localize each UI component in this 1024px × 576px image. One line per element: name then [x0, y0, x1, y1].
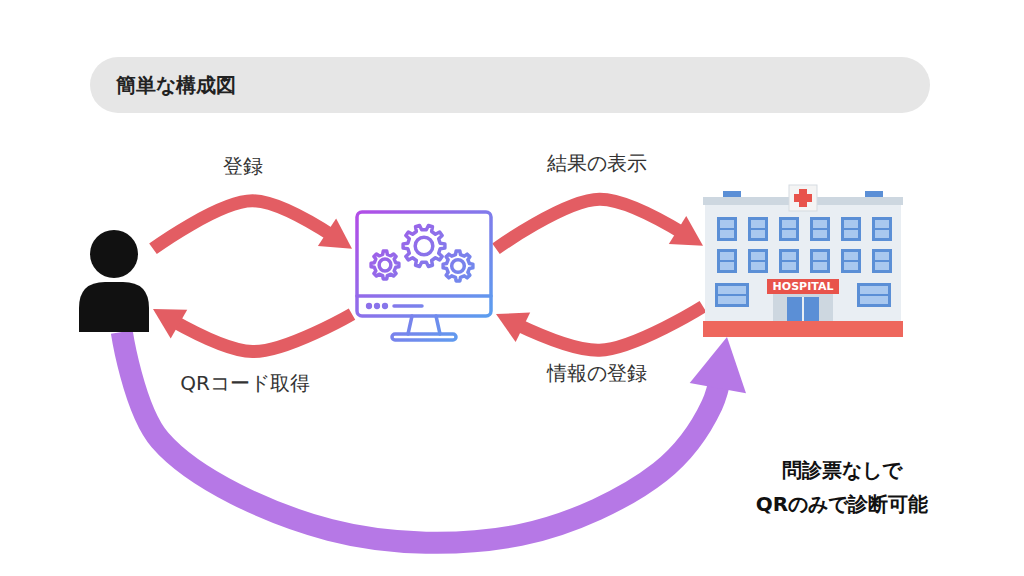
figure-part [787, 297, 819, 323]
figure-part [844, 220, 858, 238]
figure-part [703, 321, 903, 337]
figure-part [751, 220, 765, 238]
figure-part [376, 305, 379, 308]
figure-part [751, 228, 765, 230]
figure-part [394, 304, 422, 308]
figure-part [789, 185, 817, 211]
person-figure [79, 230, 149, 332]
figure-part [841, 217, 861, 241]
figure-part [403, 225, 445, 266]
arrow-head [318, 218, 352, 248]
figure-part [392, 334, 456, 340]
figure-part [720, 220, 734, 238]
figure-part [782, 220, 796, 238]
figure-part [371, 251, 399, 279]
arrow-shaft [496, 307, 703, 351]
figure-part [875, 252, 889, 270]
arrow-label: 情報の登録 [547, 361, 647, 385]
figure-part [748, 217, 768, 241]
figure-part [813, 228, 827, 230]
figure-part [872, 249, 892, 273]
figure-part [408, 316, 440, 334]
figure-part [443, 251, 473, 281]
hospital-building-art [703, 185, 903, 337]
figure-part [860, 294, 888, 296]
arrow-shaft [153, 201, 352, 249]
figure-part [415, 237, 433, 255]
arrow-label: 登録 [223, 154, 263, 178]
system-icon [352, 208, 496, 344]
figure-part [717, 249, 737, 273]
flow-arrow [153, 309, 352, 351]
figure-part [844, 228, 858, 230]
figure-part [844, 260, 858, 262]
figure-part [718, 286, 746, 304]
figure-part [860, 286, 888, 304]
figure-part [779, 217, 799, 241]
sign-text: HOSPITAL [767, 279, 840, 294]
figure-part [857, 283, 891, 307]
figure-part [751, 260, 765, 262]
figure-part [779, 249, 799, 273]
arrow-head [153, 309, 187, 338]
figure-part [875, 220, 889, 238]
flow-arrow [496, 307, 703, 351]
figure-part [384, 305, 387, 308]
computer-figure [357, 212, 491, 340]
arrow-head [496, 313, 530, 343]
figure-part [802, 297, 804, 323]
figure-part [717, 217, 737, 241]
figure-part [813, 252, 827, 270]
figure-part [748, 249, 768, 273]
figure-part [720, 252, 734, 270]
system-icon-art [352, 208, 496, 344]
hospital-building: HOSPITAL [703, 185, 903, 337]
person-icon-art [75, 228, 153, 332]
figure-part [715, 283, 749, 307]
arrow-shaft [153, 309, 352, 351]
arrow-label: 結果の表示 [547, 151, 647, 175]
figure-part [875, 260, 889, 262]
figure-part [810, 249, 830, 273]
figure-part [813, 220, 827, 238]
figure-part [90, 230, 138, 278]
figure-part [773, 293, 833, 323]
figure-part [751, 252, 765, 270]
person-icon [75, 228, 153, 332]
figure-part [452, 260, 465, 273]
hospital-figure [703, 185, 903, 337]
figure-part [844, 252, 858, 270]
figure-part [368, 305, 371, 308]
arrow-head [690, 337, 746, 393]
figure-part [379, 259, 391, 271]
figure-part [841, 249, 861, 273]
flow-arrow [122, 332, 746, 543]
figure-part [720, 260, 734, 262]
figure-part [782, 260, 796, 262]
arrow-label: 問診票なしで QRのみで診断可能 [756, 453, 928, 521]
figure-part [810, 217, 830, 241]
figure-part [357, 212, 491, 316]
figure-part [794, 194, 812, 202]
figure-part [720, 228, 734, 230]
arrow-label: QRコード取得 [180, 371, 310, 395]
title-band: 簡単な構成図 [90, 57, 930, 113]
flow-arrow [496, 199, 703, 249]
figure-part [79, 282, 149, 332]
figure-part [718, 294, 746, 296]
flow-arrow [153, 201, 352, 249]
figure-part [875, 228, 889, 230]
figure-part [782, 252, 796, 270]
figure-part [782, 228, 796, 230]
figure-part [872, 217, 892, 241]
arrow-head [669, 216, 703, 246]
figure-part [813, 260, 827, 262]
arrow-shaft [122, 332, 727, 543]
figure-part [705, 205, 901, 323]
figure-part [357, 294, 491, 298]
arrow-shaft [496, 199, 703, 249]
